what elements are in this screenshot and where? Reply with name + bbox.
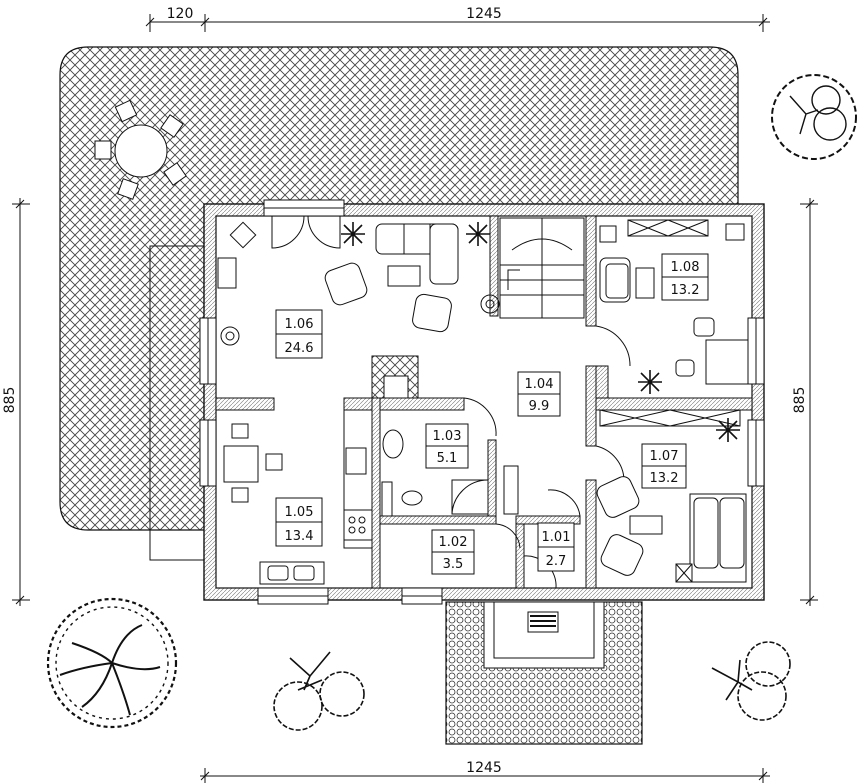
entrance-path <box>445 601 643 745</box>
room-area: 2.7 <box>546 554 567 569</box>
dim-top-main-label: 1245 <box>466 6 502 22</box>
room-area: 9.9 <box>529 399 550 414</box>
room-number: 1.02 <box>439 535 468 550</box>
room-area: 13.4 <box>285 529 314 544</box>
bathroom-fixtures <box>381 429 519 517</box>
room-area: 3.5 <box>443 557 464 572</box>
room-area: 13.2 <box>671 283 700 298</box>
room-number: 1.07 <box>650 449 679 464</box>
doormat <box>527 611 559 633</box>
dimension-top: 120 1245 <box>145 6 770 32</box>
kitchen-furniture <box>223 409 373 585</box>
garden-table-set <box>94 99 187 200</box>
terrace-edge-line <box>149 245 206 561</box>
indoor-plants <box>220 222 740 442</box>
room-number: 1.01 <box>542 530 571 545</box>
tree-large <box>46 597 178 729</box>
dim-left-label: 885 <box>2 387 18 414</box>
chimney <box>371 355 419 399</box>
dim-right-label: 885 <box>792 387 808 414</box>
room-number: 1.05 <box>285 505 314 520</box>
shrub-group-right <box>711 641 791 721</box>
room-label-1-07: 1.07 13.2 <box>641 443 687 489</box>
office-furniture <box>599 219 749 385</box>
living-room-furniture <box>217 221 459 333</box>
room-area: 13.2 <box>650 471 679 486</box>
room-label-1-03: 1.03 5.1 <box>425 423 469 469</box>
room-label-1-01: 1.01 2.7 <box>537 522 575 572</box>
room-area: 5.1 <box>437 451 458 466</box>
dim-bottom-label: 1245 <box>466 760 502 776</box>
dimension-left: 885 <box>2 198 30 606</box>
room-number: 1.06 <box>285 317 314 332</box>
shrub-group-center <box>273 651 365 731</box>
room-label-1-08: 1.08 13.2 <box>661 253 709 301</box>
room-area: 24.6 <box>285 341 314 356</box>
windows <box>199 199 765 605</box>
shrub-ring-top-right <box>771 74 857 160</box>
room-label-1-04: 1.04 9.9 <box>517 371 561 417</box>
staircase <box>499 217 585 319</box>
room-label-1-06: 1.06 24.6 <box>275 309 323 359</box>
doors <box>271 215 631 589</box>
dim-top-left-label: 120 <box>167 6 194 22</box>
room-number: 1.08 <box>671 260 700 275</box>
room-labels: 1.01 2.7 1.02 3.5 1.03 5.1 1.04 9.9 1.05 13.4 1.06… <box>275 253 709 575</box>
room-number: 1.04 <box>525 377 554 392</box>
room-number: 1.03 <box>433 429 462 444</box>
dimension-bottom: 1245 <box>200 760 770 783</box>
terrace-paving <box>59 46 739 531</box>
dimension-right: 885 <box>792 198 818 606</box>
room-label-1-02: 1.02 3.5 <box>431 529 475 575</box>
interior-walls <box>215 215 753 589</box>
bedroom-furniture <box>596 409 747 583</box>
room-label-1-05: 1.05 13.4 <box>275 497 323 547</box>
